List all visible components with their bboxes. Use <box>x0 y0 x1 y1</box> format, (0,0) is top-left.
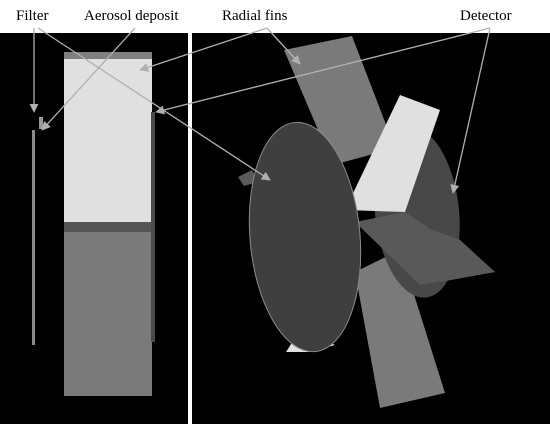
fin-middle-band <box>64 222 152 232</box>
arrow-filter-right <box>37 27 271 181</box>
filter-sheet-left <box>32 130 35 345</box>
arrow-aerosol-left <box>41 27 136 131</box>
arrow-detector-left <box>155 27 491 115</box>
aerosol-deposit-left <box>39 117 43 129</box>
label-filter: Filter <box>16 8 49 24</box>
fin-lower-face <box>64 232 152 396</box>
fin-upper <box>284 36 395 165</box>
side-view <box>32 52 155 396</box>
leader-arrows <box>29 27 491 194</box>
label-aerosol-deposit: Aerosol deposit <box>84 8 179 24</box>
arrow-fins-left <box>139 27 268 72</box>
label-radial-fins: Radial fins <box>222 8 288 24</box>
panel-divider <box>188 33 192 424</box>
fin-top-edge <box>64 52 152 59</box>
perspective-view <box>238 36 495 408</box>
label-detector: Detector <box>460 8 512 24</box>
fin-right-dark <box>355 212 495 285</box>
fin-upper-face <box>64 59 152 222</box>
detector-edge-left <box>151 112 155 342</box>
fin-upper-right-light <box>345 95 440 212</box>
arrow-detector-right <box>450 27 491 194</box>
filter-disc <box>248 121 362 353</box>
arrow-fins-right <box>266 27 301 65</box>
fin-lower <box>355 250 445 408</box>
